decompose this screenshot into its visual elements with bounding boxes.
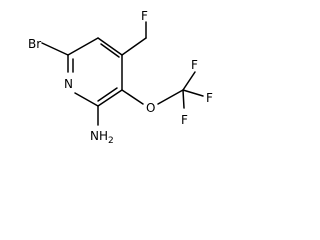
bond-c-f-right [182,89,204,97]
bond-c-f-top [182,71,196,91]
atom-amino: NH2 [90,129,114,146]
bond-c6-c5 [67,37,99,56]
atom-fluorine-cf3-right: F [206,91,213,105]
atom-bromine: Br [28,37,41,51]
bond-c3-c2 [97,89,123,107]
atom-fluorine-top: F [141,9,148,23]
structure-canvas: F Br N NH2 O F F F [28,9,213,146]
bond-c2-n1 [74,92,99,107]
bond-c5-c4-double [100,43,120,58]
molecule-structure: F Br N NH2 O F F F [28,9,213,146]
bond-c5-c4 [97,37,123,56]
atom-fluorine-cf3-top: F [191,58,198,72]
atom-nitrogen-ring: N [64,77,73,91]
atom-oxygen: O [146,101,155,115]
bond-c-f-bottom [182,89,185,109]
bond-c3-o [121,89,144,105]
amino-nh: NH [90,129,108,143]
bond-c6-br [41,42,69,56]
bond-c4-ch2 [121,37,147,56]
amino-subscript: 2 [108,136,114,146]
atom-fluorine-cf3-bottom: F [181,113,188,127]
bond-o-cf3 [157,89,184,105]
bond-c3-c2-double [97,87,118,102]
